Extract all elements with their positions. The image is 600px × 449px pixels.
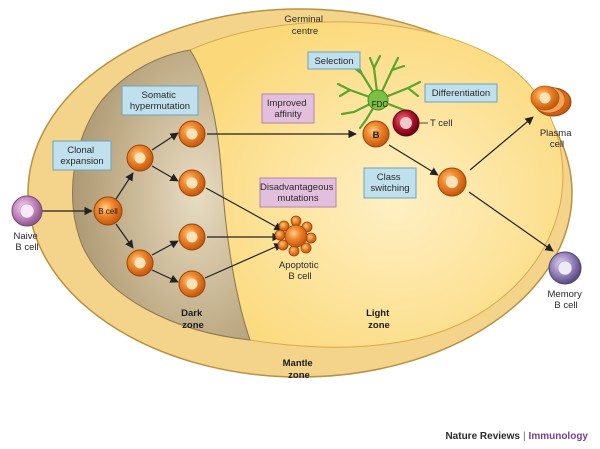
selected-b-cell <box>362 120 390 148</box>
germinal-centre-label: Germinal centre <box>284 14 325 37</box>
svg-text:Class switching: Class switching <box>370 172 409 194</box>
arrow-c2-up <box>151 240 179 256</box>
b-cell <box>93 196 123 226</box>
box-differentiation: Differentiation <box>424 83 498 103</box>
arrow-to-memory <box>468 191 554 252</box>
svg-text:Disadvantageous mutation: Disadvantageous mutations <box>260 182 336 204</box>
centroblast-4 <box>178 169 206 197</box>
svg-text:Improved affinity: Improved affinity <box>267 98 309 120</box>
box-disadvantageous-mutations: Disadvantageous mutations <box>259 177 337 208</box>
arrows <box>42 116 554 283</box>
naive-b-cell <box>11 195 43 227</box>
arrow-b-to-switched <box>388 144 439 176</box>
plasma-cell <box>530 85 572 117</box>
publisher-name: Nature Reviews <box>445 431 520 442</box>
centroblast-3 <box>178 120 206 148</box>
arrow-c2-down <box>151 269 179 283</box>
box-somatic-hypermutation: Somatic hypermutation <box>121 85 199 116</box>
t-cell-label: T cell <box>430 118 453 129</box>
arrow-c1-up <box>151 132 179 151</box>
svg-text:Differentiation: Differentiation <box>432 88 490 99</box>
t-cell <box>392 109 420 137</box>
arrow-c1-down <box>151 165 179 182</box>
class-switched-b-cell <box>437 167 467 197</box>
svg-text:Selection: Selection <box>314 56 353 67</box>
box-class-switching: Class switching <box>363 167 417 199</box>
box-clonal-expansion: Clonal expansion <box>52 140 112 171</box>
fdc-body <box>367 89 389 111</box>
credit-separator: | <box>522 431 526 442</box>
arrow-bcell-up <box>115 172 134 200</box>
selected-b-cell-label: B <box>373 130 380 141</box>
centroblast-2 <box>126 249 154 277</box>
mantle-zone-label: Mantle zone <box>283 358 316 381</box>
naive-b-cell-label: Naive B cell <box>14 231 41 253</box>
b-cell-label: B cell <box>98 207 118 216</box>
dark-zone <box>72 49 251 341</box>
centroblast-6 <box>178 270 206 298</box>
box-selection: Selection <box>307 51 361 70</box>
apoptotic-b-cell-label: Apoptotic B cell <box>279 260 321 282</box>
svg-text:Clonal expansion: Clonal expansion <box>60 145 103 167</box>
memory-b-cell-label: Memory B cell <box>548 289 585 311</box>
arrow-to-plasma <box>469 116 534 171</box>
apoptotic-b-cell <box>274 215 317 257</box>
arrow-bcell-down <box>115 223 134 249</box>
journal-credit: Nature Reviews|Immunology <box>445 431 588 442</box>
light-zone-label: Light zone <box>366 308 392 331</box>
arrow-to-apoptotic-3 <box>204 243 283 279</box>
fdc-label: FDC <box>372 100 389 109</box>
centroblast-1 <box>126 144 154 172</box>
dark-zone-label: Dark zone <box>181 308 205 331</box>
plasma-cell-label: Plasma cell <box>540 128 574 150</box>
svg-text:Somatic hypermutation: Somatic hypermutation <box>130 90 190 112</box>
arrow-to-apoptotic-1 <box>205 187 283 231</box>
box-improved-affinity: Improved affinity <box>261 93 315 124</box>
memory-b-cell <box>548 251 582 285</box>
centroblast-5 <box>178 223 206 251</box>
journal-name: Immunology <box>528 431 588 442</box>
